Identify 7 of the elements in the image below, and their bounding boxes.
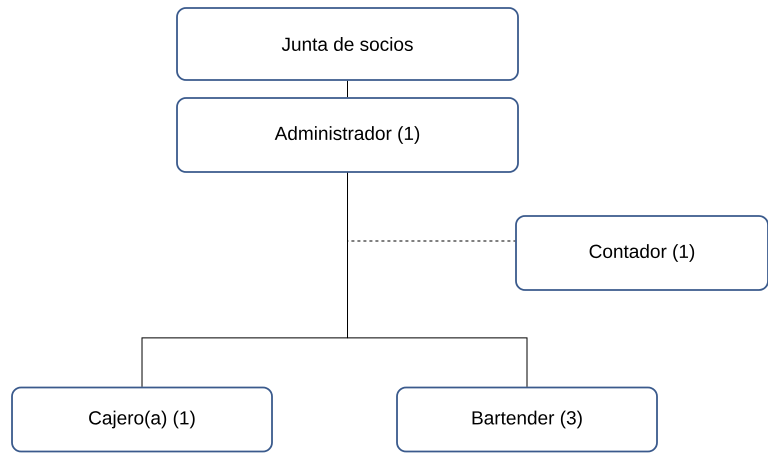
role-box: Administrador (1): [176, 97, 519, 173]
role-box: Contador (1): [515, 215, 768, 291]
role-box: Bartender (3): [396, 386, 658, 452]
role-box: Cajero(a) (1): [11, 386, 273, 452]
role-box: Junta de socios: [176, 7, 519, 81]
connector-line: [347, 80, 348, 98]
connector-line: [347, 172, 528, 388]
